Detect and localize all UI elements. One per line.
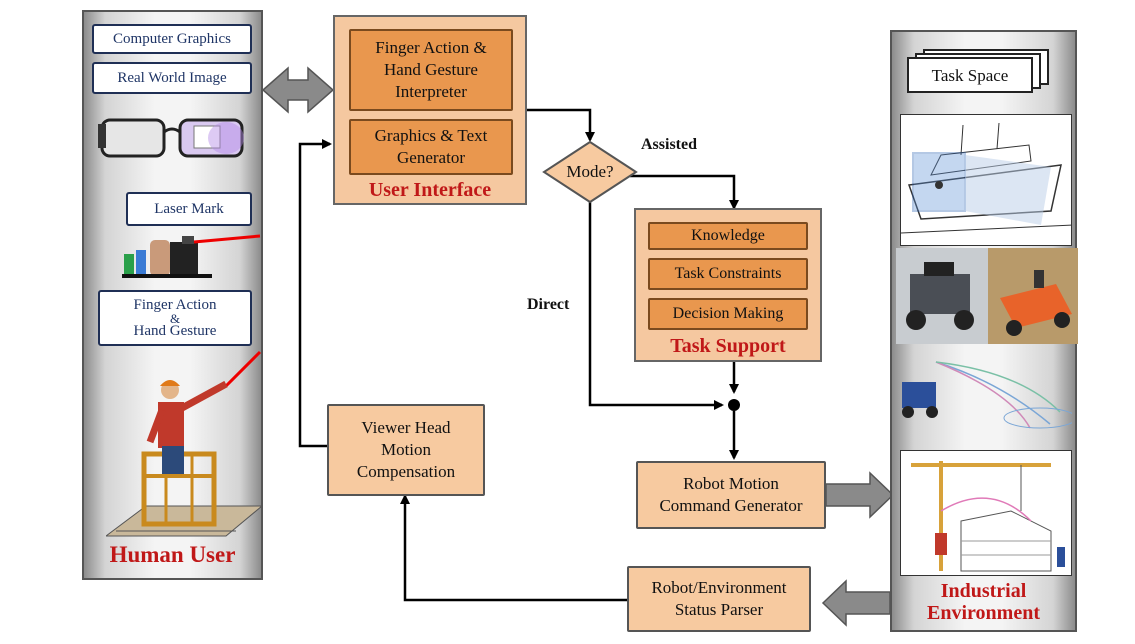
- human-user-panel: Computer Graphics Real World Image Laser…: [82, 10, 263, 580]
- computer-graphics-label: Computer Graphics: [113, 30, 231, 47]
- user-interface-title: User Interface: [368, 179, 492, 201]
- arrow-direct: [588, 202, 724, 410]
- decision-making-box: Decision Making: [648, 298, 808, 330]
- robot-motion-line2: Command Generator: [659, 496, 803, 515]
- human-user-title: Human User: [109, 542, 236, 567]
- task-constraints-box: Task Constraints: [648, 258, 808, 290]
- decision-making-label: Decision Making: [672, 305, 784, 322]
- task-space-stack-icon: [907, 49, 1049, 93]
- viewer-head-compensation-box: Viewer Head Motion Compensation: [327, 404, 485, 496]
- mode-label: Mode?: [566, 162, 614, 181]
- gesture-interpreter-line3: Interpreter: [395, 82, 467, 101]
- arrow-assisted: [630, 174, 739, 210]
- robot-motion-generator-box: Robot Motion Command Generator: [636, 461, 826, 529]
- gesture-interpreter-box: Finger Action & Hand Gesture Interpreter: [349, 29, 513, 111]
- task-support-title: Task Support: [670, 335, 786, 357]
- real-world-image-label: Real World Image: [117, 69, 227, 86]
- worker-on-lift-icon: [106, 350, 262, 537]
- arrow-interpreter-to-mode: [526, 108, 595, 142]
- block-arrow-to-industrial: [825, 471, 895, 519]
- task-support-block: Knowledge Task Constraints Decision Maki…: [634, 208, 822, 362]
- mode-decision-diamond: [542, 140, 638, 204]
- viewer-head-line3: Compensation: [356, 462, 456, 481]
- status-parser-line1: Robot/Environment: [651, 578, 787, 597]
- finger-action-line1: Finger Action: [133, 296, 217, 313]
- robot-path-image: [902, 361, 1072, 429]
- finger-action-box: Finger Action & Hand Gesture: [98, 290, 252, 346]
- smart-glasses-icon: [98, 118, 244, 158]
- laser-device-icon: [122, 234, 261, 278]
- mobile-robots-image: [896, 248, 1078, 344]
- task-space-label: Task Space: [931, 66, 1009, 85]
- status-parser-box: Robot/Environment Status Parser: [627, 566, 811, 632]
- arrow-viewer-to-generator: [298, 139, 332, 448]
- crane-site-image: [900, 450, 1072, 576]
- generator-line2: Generator: [397, 148, 465, 167]
- gesture-interpreter-line2: Hand Gesture: [384, 60, 478, 79]
- industrial-title-line1: Industrial: [940, 580, 1027, 602]
- junction-dot: [728, 399, 740, 411]
- gesture-interpreter-line1: Finger Action &: [375, 38, 487, 57]
- viewer-head-line1: Viewer Head: [361, 418, 451, 437]
- laser-mark-box: Laser Mark: [126, 192, 252, 226]
- user-interface-block: Finger Action & Hand Gesture Interpreter…: [333, 15, 527, 205]
- finger-action-line3: Hand Gesture: [133, 322, 217, 339]
- robot-motion-line1: Robot Motion: [683, 474, 779, 493]
- ship-scene-image: [900, 114, 1072, 246]
- assisted-label: Assisted: [641, 136, 698, 153]
- direct-label: Direct: [527, 296, 570, 313]
- finger-action-line2: &: [169, 310, 181, 326]
- laser-mark-label: Laser Mark: [154, 200, 224, 217]
- knowledge-box: Knowledge: [648, 222, 808, 250]
- arrow-parser-to-viewer: [400, 494, 627, 602]
- bidirectional-arrow: [261, 66, 335, 114]
- industrial-environment-title: Industrial Environment: [892, 580, 1075, 624]
- task-constraints-label: Task Constraints: [674, 265, 782, 282]
- industrial-title-line2: Environment: [927, 602, 1040, 624]
- knowledge-label: Knowledge: [691, 227, 765, 244]
- status-parser-line2: Status Parser: [674, 600, 764, 619]
- graphics-text-generator-box: Graphics & Text Generator: [349, 119, 513, 175]
- viewer-head-line2: Motion: [380, 440, 432, 459]
- real-world-image-box: Real World Image: [92, 62, 252, 94]
- generator-line1: Graphics & Text: [374, 126, 488, 145]
- block-arrow-to-parser: [821, 579, 891, 627]
- computer-graphics-box: Computer Graphics: [92, 24, 252, 54]
- industrial-environment-panel: Task Space: [890, 30, 1078, 632]
